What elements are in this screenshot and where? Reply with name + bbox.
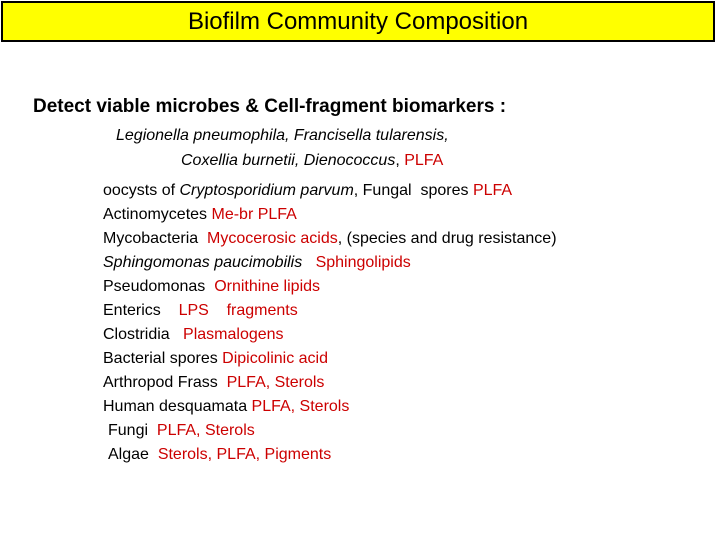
line-segment: PLFA, Sterols — [251, 398, 350, 415]
list-line-2: Coxellia burnetii, Dienococcus, PLFA — [181, 153, 443, 169]
list-line-14: Algae Sterols, PLFA, Pigments — [108, 447, 331, 463]
line-segment: Enterics — [103, 302, 179, 319]
list-line-8: Enterics LPS fragments — [103, 303, 298, 319]
line-segment: , (species and drug resistance) — [337, 230, 557, 247]
line-segment: Clostridia — [103, 326, 184, 343]
line-segment: Sterols, PLFA, Pigments — [157, 446, 332, 463]
line-segment: Legionella pneumophila, Francisella tula… — [116, 127, 449, 144]
line-segment: Me-br PLFA — [211, 206, 297, 223]
line-segment: PLFA, Sterols — [226, 374, 325, 391]
list-line-4: Actinomycetes Me-br PLFA — [103, 207, 297, 223]
line-segment: Sphingomonas paucimobilis — [103, 254, 303, 271]
line-segment: Actinomycetes — [103, 206, 212, 223]
line-segment: , Fungal spores — [353, 182, 473, 199]
line-segment: oocysts of — [103, 182, 180, 199]
line-segment — [302, 254, 315, 271]
list-line-11: Arthropod Frass PLFA, Sterols — [103, 375, 324, 391]
list-line-13: Fungi PLFA, Sterols — [108, 423, 255, 439]
list-line-3: oocysts of Cryptosporidium parvum, Funga… — [103, 183, 512, 199]
line-segment: Plasmalogens — [183, 326, 284, 343]
line-segment: PLFA — [404, 152, 444, 169]
line-segment: , — [395, 152, 405, 169]
list-line-6: Sphingomonas paucimobilis Sphingolipids — [103, 255, 411, 271]
line-segment: Mycobacteria — [103, 230, 208, 247]
line-segment: LPS fragments — [178, 302, 298, 319]
line-segment: Sphingolipids — [315, 254, 411, 271]
line-segment: Cryptosporidium parvum — [179, 182, 354, 199]
list-line-7: Pseudomonas Ornithine lipids — [103, 279, 320, 295]
title-banner: Biofilm Community Composition — [1, 1, 715, 42]
list-line-1: Legionella pneumophila, Francisella tula… — [116, 128, 449, 144]
list-line-9: Clostridia Plasmalogens — [103, 327, 284, 343]
line-segment: Bacterial spores — [103, 350, 223, 367]
line-segment: Coxellia burnetii, Dienococcus — [181, 152, 396, 169]
line-segment: PLFA, Sterols — [156, 422, 255, 439]
line-segment: Dipicolinic acid — [222, 350, 328, 367]
line-segment: Pseudomonas — [103, 278, 215, 295]
line-segment: Mycocerosic acids — [207, 230, 338, 247]
line-segment: Human desquamata — [103, 398, 252, 415]
list-line-5: Mycobacteria Mycocerosic acids, (species… — [103, 231, 557, 247]
slide-title: Biofilm Community Composition — [187, 7, 529, 35]
line-segment: Ornithine lipids — [214, 278, 321, 295]
list-line-12: Human desquamata PLFA, Sterols — [103, 399, 349, 415]
line-segment: PLFA — [472, 182, 513, 199]
line-segment: Arthropod Frass — [103, 374, 227, 391]
list-line-10: Bacterial spores Dipicolinic acid — [103, 351, 328, 367]
line-segment: Fungi — [108, 422, 157, 439]
line-segment: Algae — [108, 446, 158, 463]
section-heading: Detect viable microbes & Cell-fragment b… — [33, 96, 507, 117]
